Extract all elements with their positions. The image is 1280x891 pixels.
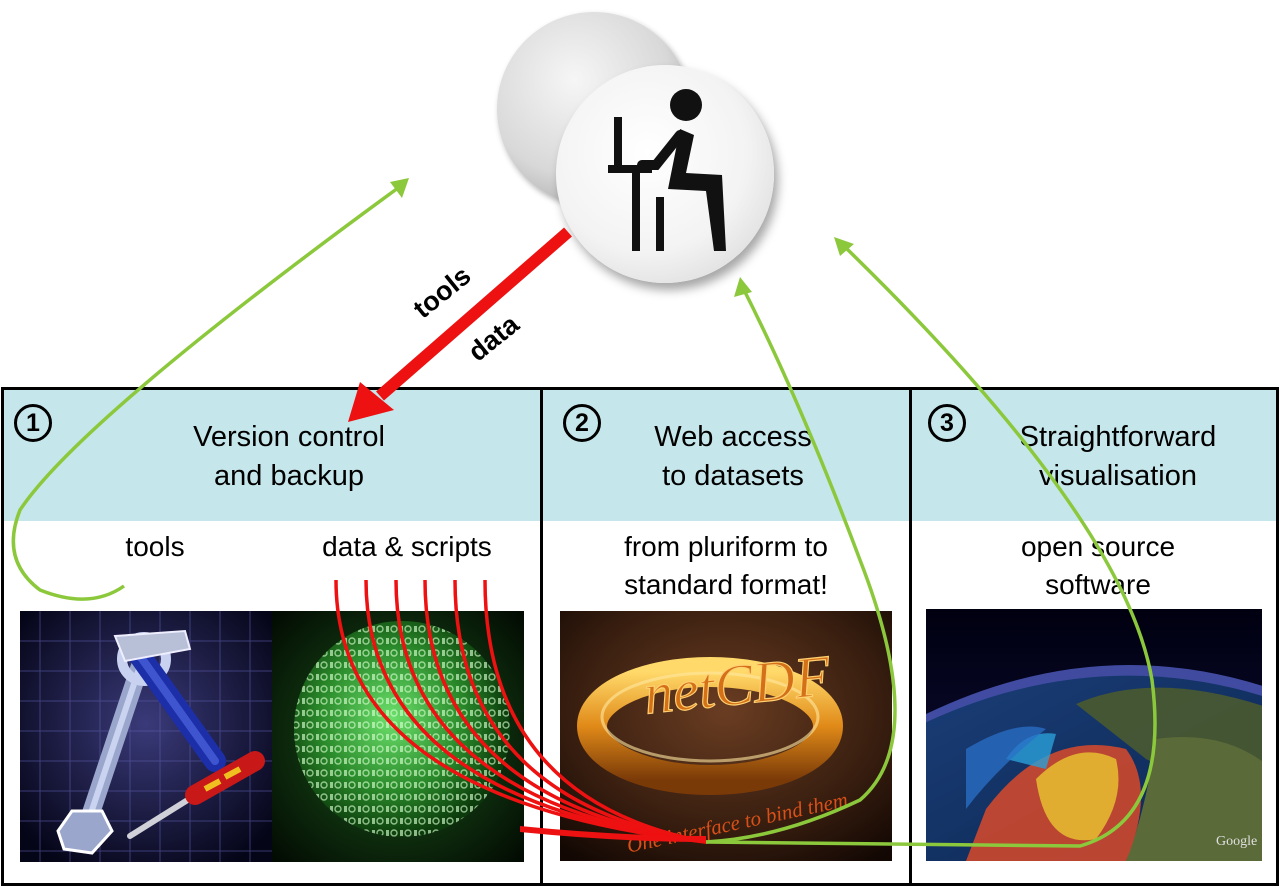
panel-title-line1: Web access [654,421,812,453]
caption-tools: tools [125,531,185,562]
panel-title-line2: to datasets [662,460,804,492]
red-arrow [376,227,572,401]
caption-line2: software [1045,569,1151,600]
panel-title-line1: Straightforward [1019,421,1217,453]
binary-globe-icon [272,611,524,862]
earth-brand: Google [1216,834,1257,849]
arrow-label-data: data [462,308,525,368]
caption-software: open source software [930,528,1266,604]
green-arrowhead-1 [390,178,409,198]
hammer-wrench-screwdriver-icon [20,611,272,862]
computer-user-badge [556,65,774,283]
netcdf-image: netCDF One interface to bind them. [560,611,892,861]
earth-map-icon: Google [926,609,1262,861]
earth-image: Google [926,609,1262,861]
panel-title-line2: and backup [214,460,364,492]
caption-line1: open source [1020,531,1176,562]
panel-title: Web access to datasets [613,418,853,496]
caption-format: from pluriform to standard format! [560,528,892,604]
caption-line1: from pluriform to [624,531,828,562]
arrow-label-tools: tools [407,260,477,325]
panel-title-line2: visualisation [1039,460,1197,492]
panel-title-line1: Version control [193,421,385,453]
panel-title: Version control and backup [124,418,454,496]
computer-user-icon [608,89,726,251]
step-number: 1 [14,404,52,442]
green-arrowhead-3 [834,237,854,256]
step-number: 3 [928,404,966,442]
ring-icon: netCDF One interface to bind them. [560,611,892,861]
data-image [272,611,524,862]
panel-title: Straightforward visualisation [988,418,1248,496]
caption-data-scripts: data & scripts [322,531,492,562]
step-number: 2 [563,404,601,442]
tools-image [20,611,272,862]
caption-line2: standard format! [624,569,828,600]
